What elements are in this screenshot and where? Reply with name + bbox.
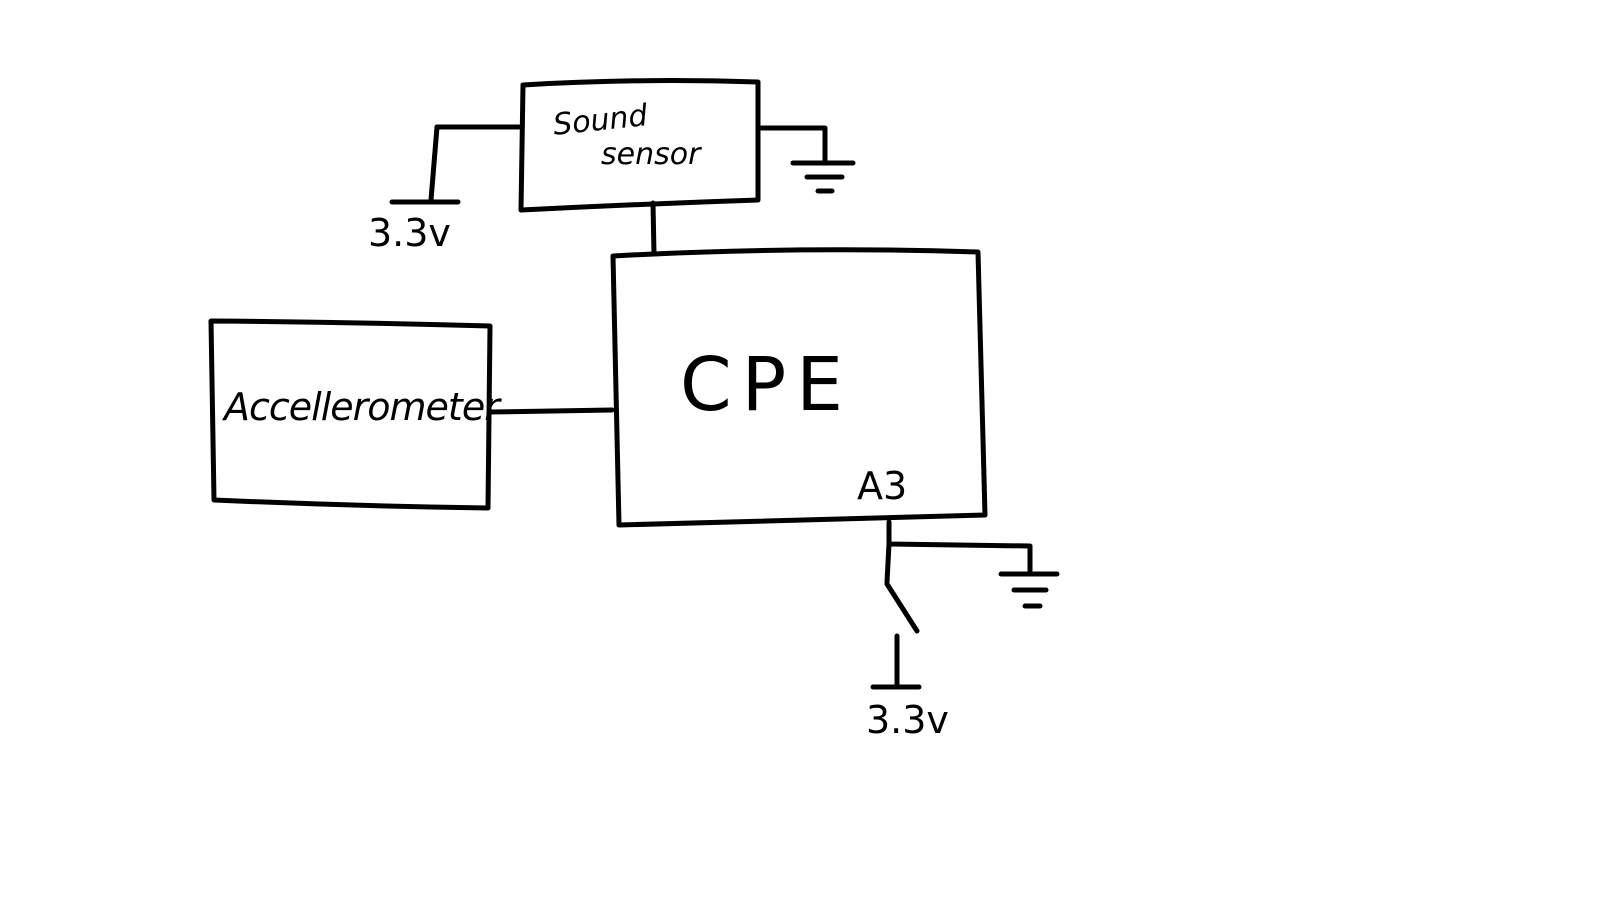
accelerometer-block: Accellerometer bbox=[208, 318, 503, 511]
cpe-block: CPE A3 bbox=[610, 247, 988, 528]
sound-sensor-block: Sound sensor bbox=[518, 78, 761, 213]
sound-sensor-box bbox=[518, 78, 761, 213]
accelerometer-box bbox=[208, 318, 493, 511]
cpe-pin-a3-label: A3 bbox=[857, 464, 907, 508]
a3-switch-branch: 3.3v bbox=[866, 541, 949, 742]
accelerometer-to-cpe-wire bbox=[487, 407, 615, 415]
a3-ground-wire bbox=[886, 519, 1033, 576]
sound-sensor-to-cpe-wire bbox=[650, 200, 657, 257]
a3-switch-wire bbox=[884, 541, 892, 585]
cpe-label: CPE bbox=[680, 342, 853, 428]
sound-sensor-supply: 3.3v bbox=[368, 124, 522, 255]
sound-sensor-supply-label: 3.3v bbox=[368, 211, 451, 255]
a3-ground bbox=[886, 519, 1060, 609]
sound-sensor-ground bbox=[757, 125, 856, 194]
sound-sensor-supply-wire bbox=[428, 124, 522, 203]
switch-supply-label: 3.3v bbox=[866, 698, 949, 742]
cpe-box bbox=[610, 247, 988, 528]
sound-sensor-ground-wire bbox=[757, 125, 828, 165]
accelerometer-label: Accellerometer bbox=[221, 385, 502, 429]
sound-sensor-label-line2: sensor bbox=[601, 137, 702, 172]
switch-lever bbox=[884, 581, 920, 634]
